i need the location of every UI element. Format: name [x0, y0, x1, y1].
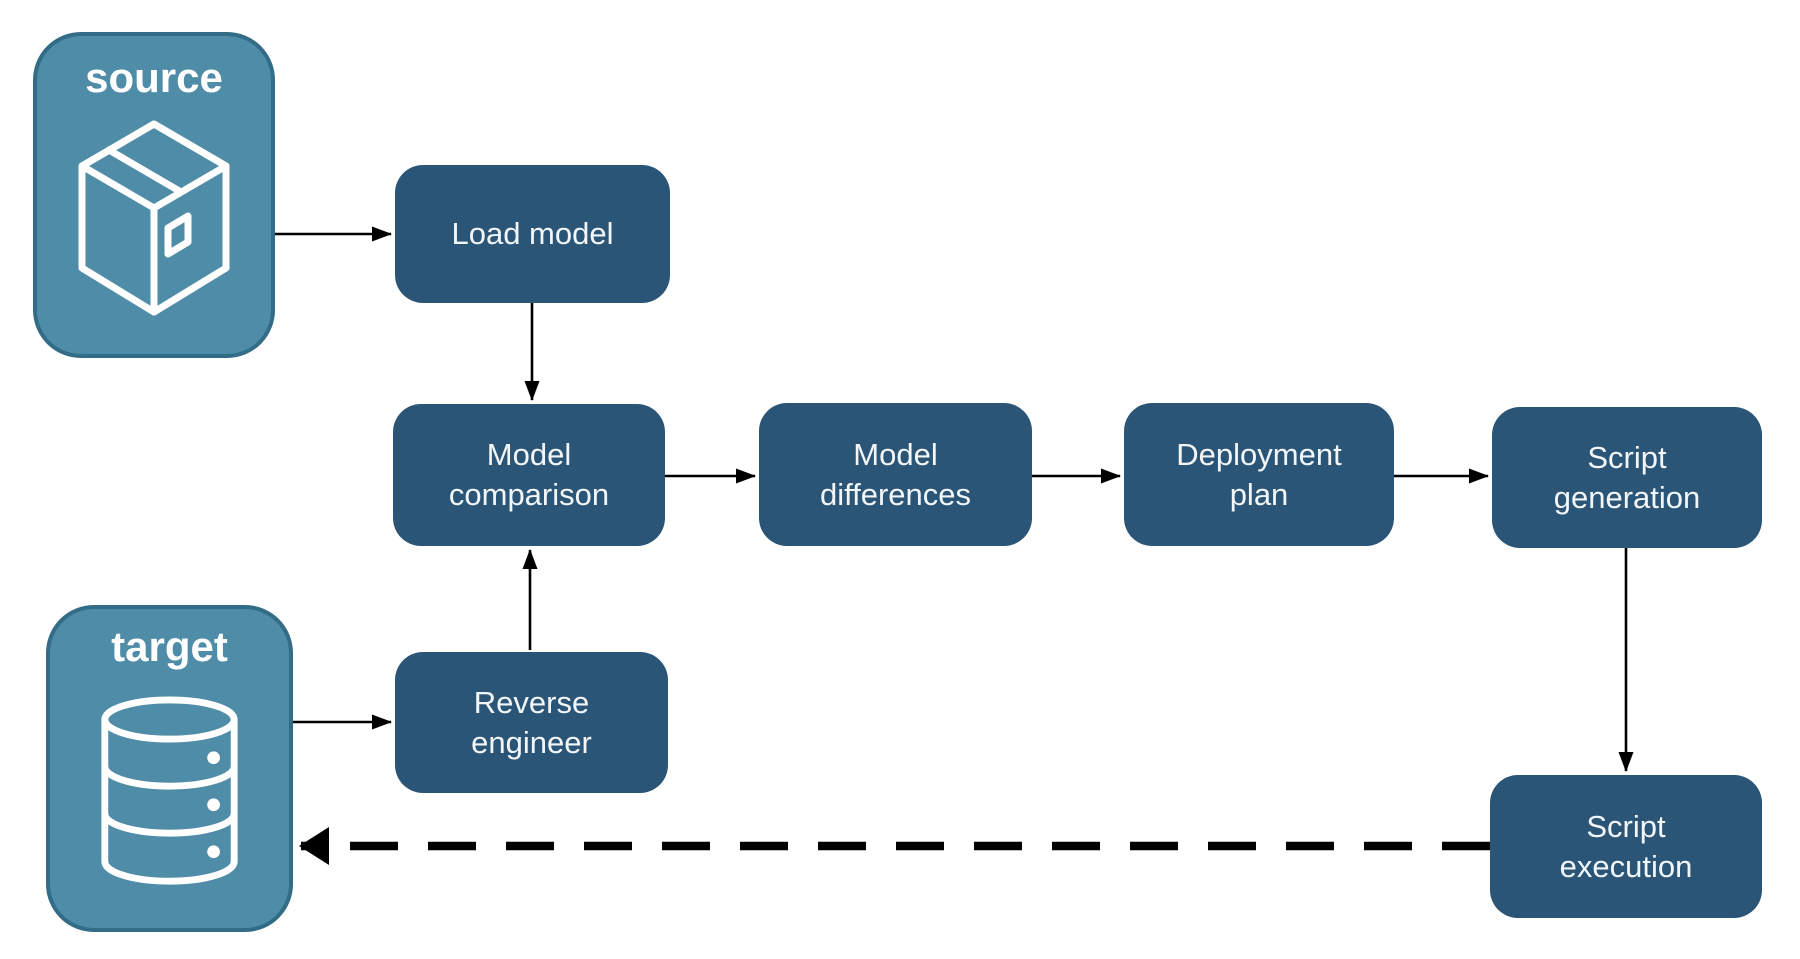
database-icon [101, 696, 238, 885]
package-icon [78, 120, 230, 316]
node-deployment-plan: Deployment plan [1124, 403, 1394, 546]
node-script-generation: Script generation [1492, 407, 1762, 548]
endpoint-target: target [46, 605, 293, 932]
node-script-execution: Script execution [1490, 775, 1762, 918]
endpoint-source: source [33, 32, 275, 358]
node-model-comparison: Model comparison [393, 404, 665, 546]
node-model-differences: Model differences [759, 403, 1032, 546]
endpoint-source-label: source [85, 54, 223, 101]
endpoint-target-label: target [111, 623, 228, 670]
node-reverse-engineer: Reverse engineer [395, 652, 668, 793]
node-load-model: Load model [395, 165, 670, 303]
